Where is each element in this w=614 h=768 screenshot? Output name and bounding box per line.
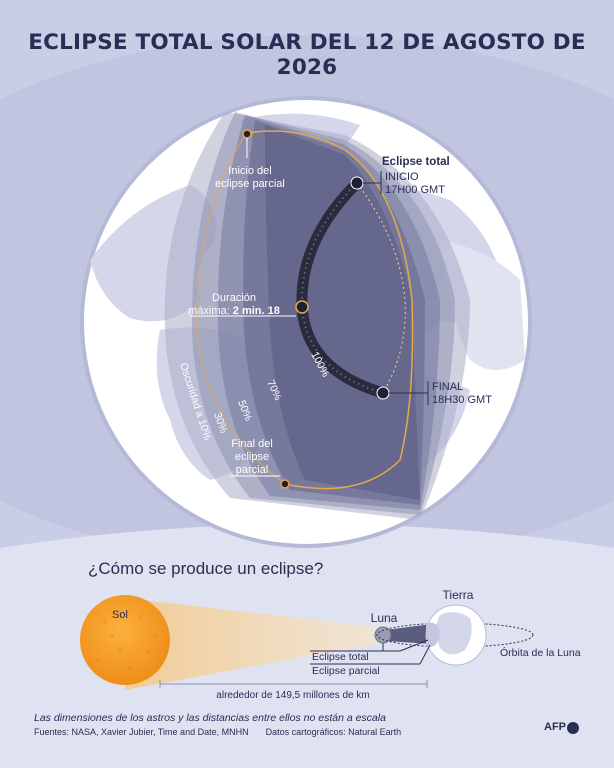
earth-night [426,622,440,647]
sunlight-beam [125,598,385,690]
earth-label: Tierra [443,588,474,602]
max-duration-point [295,300,309,314]
moon-label: Luna [371,611,398,625]
moon-shadow [385,624,432,644]
section-question: ¿Cómo se produce un eclipse? [88,559,324,578]
partial-boundary-west [195,132,286,485]
scale-note: Las dimensiones de los astros y las dist… [34,712,386,724]
start-time: 17H00 GMT [385,184,445,196]
afp-logo-icon [567,722,579,734]
partial-end-line3: parcial [236,464,268,476]
end-point [376,386,390,400]
sources: Fuentes: NASA, Xavier Jubier, Time and D… [34,727,249,737]
sun-label: Sol [112,609,128,621]
end-label: FINAL [432,381,463,393]
eclipse-total-label: Eclipse total [312,651,369,663]
sun-texture [96,616,157,670]
duration-line2: máxima: 2 min. 18 [188,305,280,317]
sun [80,595,170,685]
partial-start-line2: eclipse parcial [215,178,285,190]
total-heading: Eclipse total [382,156,450,168]
start-point [350,176,364,190]
duration-value: 2 min. 18 [233,305,280,317]
afp-logo-text: AFP [544,721,566,733]
end-time: 18H30 GMT [432,394,492,406]
moon-orbit-label: Órbita de la Luna [500,646,581,659]
duration-prefix: máxima: [188,305,233,317]
partial-end-point [280,479,290,489]
partial-start-line1: Inicio del [228,165,271,177]
eclipse-partial-label: Eclipse parcial [312,665,380,677]
leader-partial [419,644,431,665]
partial-boundary [246,130,414,490]
partial-end-line1: Final del [231,438,273,450]
distance-label: alrededor de 149,5 millones de km [216,690,369,701]
sources-line: Fuentes: NASA, Xavier Jubier, Time and D… [34,727,401,737]
eclipse-bands [164,112,470,520]
page-title: ECLIPSE TOTAL SOLAR DEL 12 DE AGOSTO DE … [28,30,586,80]
carto-source: Datos cartográficos: Natural Earth [265,727,402,737]
leader-total-diag [399,639,429,652]
start-label: INICIO [385,171,419,183]
partial-end-line2: eclipse [235,451,269,463]
earth-land [436,612,472,655]
duration-line1: Duración [212,292,256,304]
partial-start-point [242,129,252,139]
